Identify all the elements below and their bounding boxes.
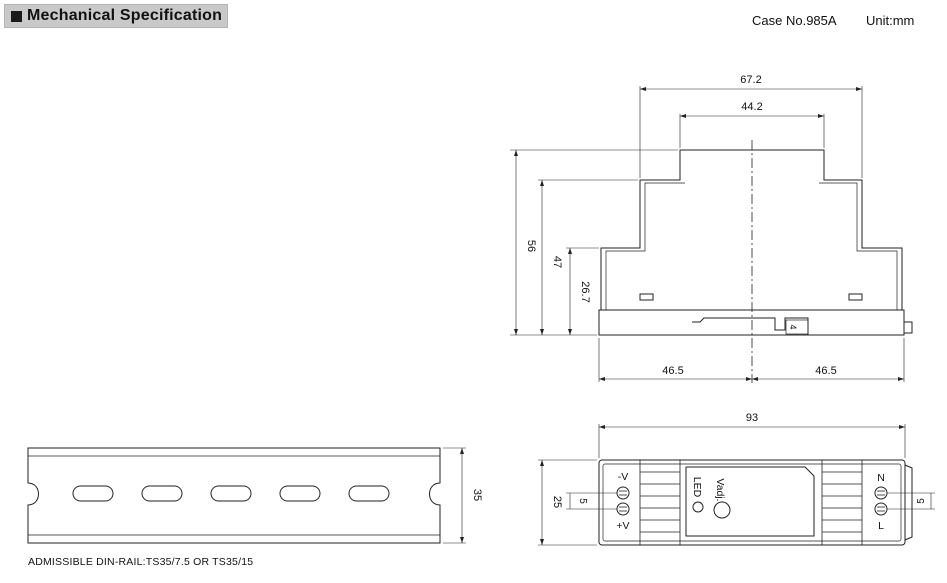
terminal-plus-v-icon <box>616 502 630 516</box>
label-window <box>685 466 815 537</box>
label-minus-v: -V <box>618 471 629 483</box>
vadj-potentiometer-icon <box>713 501 731 519</box>
front-view <box>538 424 935 546</box>
terminal-n-icon <box>874 486 888 500</box>
led-indicator-icon <box>692 501 704 513</box>
din-rail-view <box>27 447 466 544</box>
label-vadj: Vadj. <box>714 478 726 501</box>
side-view <box>510 86 913 383</box>
terminal-minus-v-icon <box>616 486 630 500</box>
din-clip <box>692 317 809 335</box>
case-number: Case No.985A <box>752 13 837 28</box>
rail-slot-5 <box>348 485 390 502</box>
dim-47-label: 47 <box>551 256 563 268</box>
slot-right <box>848 293 863 301</box>
side-view-labels: 67.2 44.2 56 47 26.7 46.5 46.5 4 <box>525 74 837 377</box>
dim-4-label: 4 <box>788 324 798 329</box>
dim-56-label: 56 <box>525 240 537 252</box>
dim-46-5-right-label: 46.5 <box>815 365 836 377</box>
dim-26-7-label: 26.7 <box>579 281 591 302</box>
dim-46-5-left-label: 46.5 <box>662 365 683 377</box>
label-plus-v: +V <box>616 520 629 532</box>
section-title-bar: Mechanical Specification <box>4 4 228 28</box>
dim-93-label: 93 <box>746 412 758 424</box>
dim-44-2-label: 44.2 <box>741 101 762 113</box>
right-vent-fins <box>821 460 863 545</box>
dim-5-left-label: 5 <box>577 498 588 504</box>
rail-slot-1 <box>72 485 114 502</box>
clip-box <box>785 319 809 335</box>
unit-label: Unit:mm <box>866 13 915 28</box>
dim-35-label: 35 <box>471 489 483 501</box>
dim-5-right-label: 5 <box>916 498 927 504</box>
inner-offset-left <box>605 182 685 310</box>
slot-left <box>639 293 654 301</box>
title-square-icon <box>11 11 22 22</box>
din-rail-note: ADMISSIBLE DIN-RAIL:TS35/7.5 OR TS35/15 <box>28 556 254 568</box>
release-tab <box>903 321 913 334</box>
rail-slot-3 <box>210 485 252 502</box>
front-tab <box>904 464 913 541</box>
section-title: Mechanical Specification <box>27 7 223 24</box>
dim-67-2-label: 67.2 <box>740 74 761 86</box>
front-view-labels: 93 25 5 5 -V +V LED Vadj. N L <box>551 412 927 532</box>
label-led: LED <box>691 477 703 498</box>
din-rail-outline <box>27 447 441 544</box>
rail-slot-2 <box>141 485 183 502</box>
module-front-outline <box>598 459 906 546</box>
label-l: L <box>878 520 884 532</box>
dim-25-label: 25 <box>551 496 563 508</box>
terminal-l-icon <box>874 502 888 516</box>
inner-offset-right <box>819 182 898 310</box>
left-vent-fins <box>639 460 681 545</box>
rail-slot-4 <box>279 485 321 502</box>
label-n: N <box>877 472 885 484</box>
